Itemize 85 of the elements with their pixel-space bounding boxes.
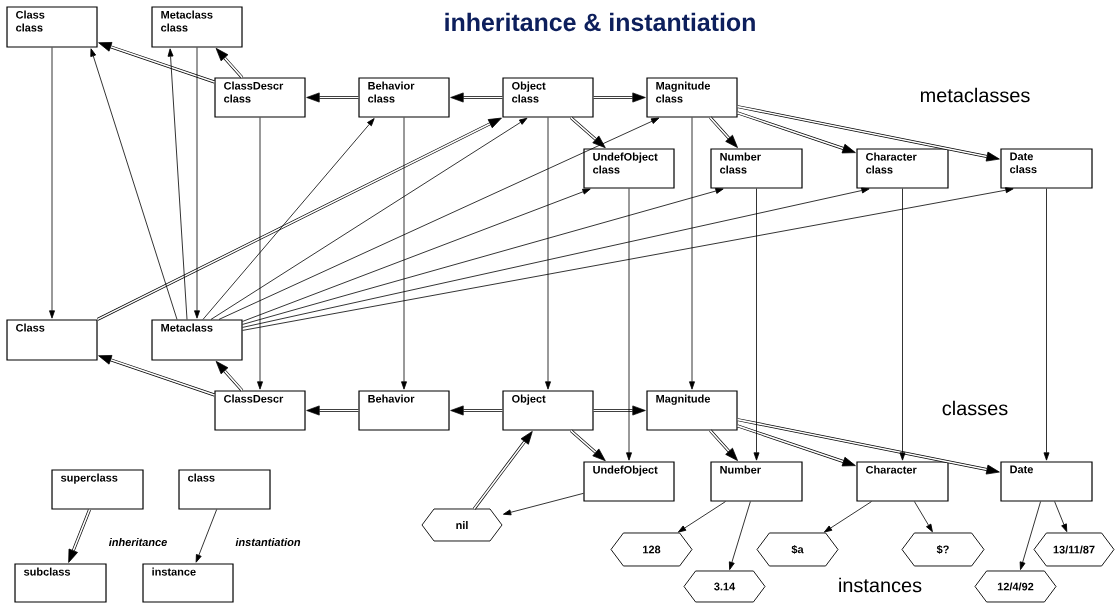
instantiation-arrow <box>242 188 724 325</box>
inheritance-arrow <box>215 48 244 79</box>
inheritance-arrow <box>215 361 244 392</box>
instantiation-arrow <box>242 188 591 322</box>
instantiation-arrow <box>914 501 933 533</box>
inheritance-arrow <box>96 117 502 321</box>
inheritance-arrow <box>68 508 91 563</box>
class-box: ClassDescr <box>214 390 306 431</box>
instantiation-arrow <box>503 492 584 516</box>
inheritance-arrow <box>709 116 738 148</box>
instantiation-arrow <box>210 117 528 320</box>
instance-hexagon: $? <box>901 532 985 567</box>
section-label: instances <box>839 577 922 593</box>
class-box: Class <box>6 319 98 361</box>
instance-hexagon: $a <box>756 532 839 567</box>
class-box: Character class <box>856 148 949 189</box>
class-box: Behavior class <box>358 77 450 118</box>
title: inheritance & instantiation <box>445 12 755 32</box>
class-box: Magnitude class <box>646 77 738 118</box>
class-box: Number class <box>710 148 803 189</box>
instance-hexagon: 12/4/92 <box>974 570 1057 603</box>
inheritance-arrow <box>592 92 646 103</box>
instantiation-arrow <box>194 47 200 319</box>
instantiation-arrow <box>218 117 660 320</box>
instantiation-arrow <box>823 501 872 533</box>
instantiation-arrow <box>257 117 263 390</box>
instantiation-arrow <box>202 118 375 320</box>
class-box: Number <box>710 461 803 502</box>
inheritance-arrow <box>306 92 360 103</box>
class-box: UndefObject class <box>583 148 675 189</box>
inheritance-arrow <box>709 429 738 461</box>
inheritance-arrow <box>98 355 216 397</box>
instance-hexagon: 128 <box>610 532 693 567</box>
class-box: Object <box>502 390 594 431</box>
class-box: Class class <box>6 6 98 48</box>
instantiation-arrow <box>49 47 55 319</box>
instantiation-arrow <box>1019 501 1041 570</box>
inheritance-arrow <box>306 405 360 416</box>
instantiation-arrow <box>90 48 178 320</box>
class-box: Date class <box>1000 148 1093 189</box>
instantiation-arrow <box>242 187 870 328</box>
class-box: UndefObject <box>583 461 675 502</box>
instantiation-arrow <box>1043 188 1050 461</box>
class-box: Object class <box>502 77 594 118</box>
inheritance-arrow <box>736 418 1000 475</box>
class-box: Behavior <box>358 390 450 431</box>
instantiation-arrow <box>545 117 551 390</box>
instantiation-arrow <box>401 117 407 390</box>
section-label: classes <box>942 400 1008 416</box>
instance-hexagon: 13/11/87 <box>1033 532 1115 567</box>
inheritance-arrow <box>450 92 504 103</box>
inheritance-arrow <box>736 424 856 467</box>
instantiation-arrow <box>167 48 188 320</box>
instantiation-arrow <box>689 117 695 390</box>
instantiation-arrow <box>728 501 751 570</box>
class-box: Date <box>1000 461 1093 502</box>
edge-type-label: instantiation <box>235 537 301 546</box>
instantiation-arrow <box>626 188 632 461</box>
class-box: ClassDescr class <box>214 77 306 118</box>
instantiation-arrow <box>899 188 906 461</box>
instantiation-arrow <box>195 509 218 563</box>
edge-type-label: inheritance <box>108 537 167 546</box>
class-box: Metaclass class <box>151 6 243 48</box>
instance-hexagon: nil <box>421 508 503 542</box>
class-box: class <box>178 469 271 510</box>
section-label: metaclasses <box>920 87 1030 103</box>
class-box: Magnitude <box>646 390 738 431</box>
inheritance-arrow <box>472 431 533 510</box>
class-box: instance <box>142 563 234 603</box>
class-box: subclass <box>14 563 107 603</box>
class-box: Character <box>856 461 949 502</box>
instance-hexagon: 3.14 <box>683 570 766 603</box>
inheritance-arrow <box>736 111 856 154</box>
class-box: superclass <box>51 469 144 510</box>
inheritance-arrow <box>450 405 504 416</box>
inheritance-arrow <box>569 429 606 462</box>
class-box: Metaclass <box>151 319 243 361</box>
instantiation-arrow <box>677 501 726 533</box>
instantiation-arrow <box>242 187 1014 331</box>
inheritance-arrow <box>569 116 606 149</box>
instantiation-arrow <box>753 188 760 461</box>
inheritance-arrow <box>592 405 646 416</box>
inheritance-arrow <box>736 105 1000 162</box>
inheritance-arrow <box>98 42 216 84</box>
instantiation-arrow <box>1054 501 1068 532</box>
